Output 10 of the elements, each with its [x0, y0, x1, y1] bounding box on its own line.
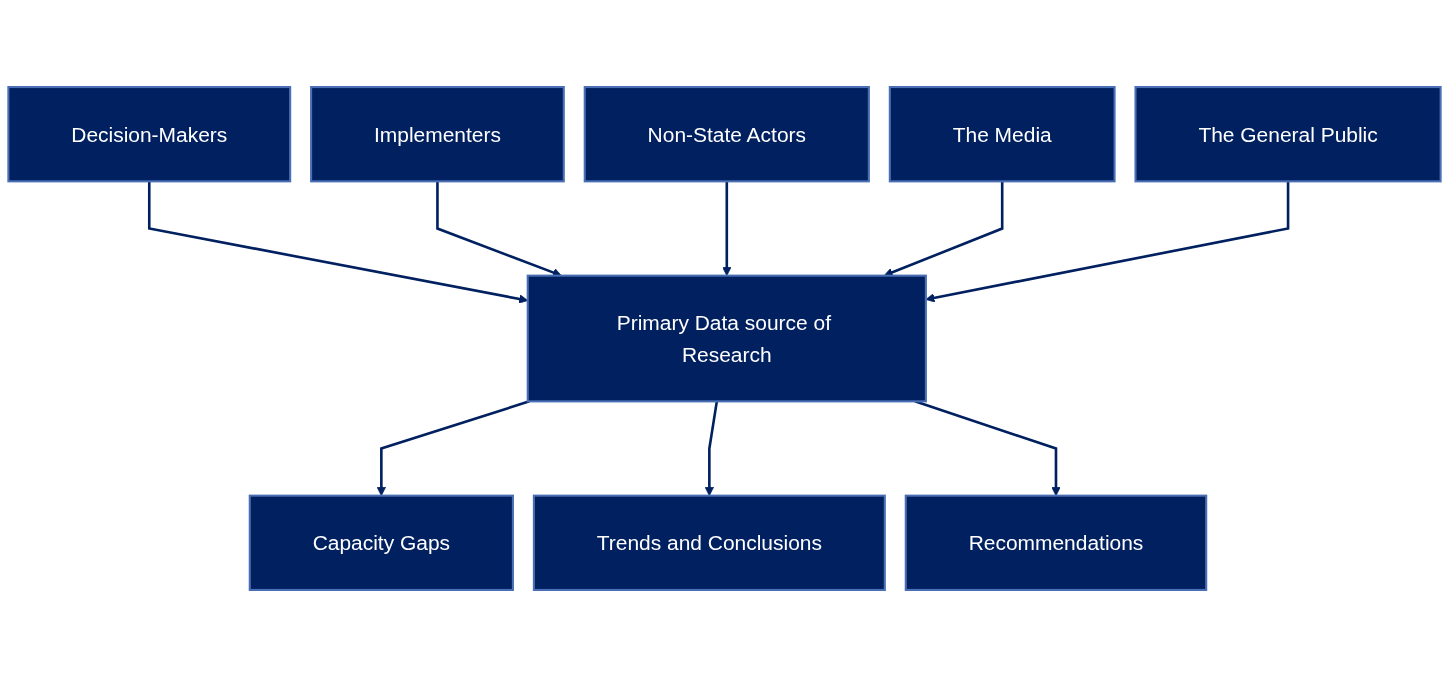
node-box: Trends and Conclusions	[532, 494, 886, 591]
node-box: Capacity Gaps	[248, 494, 514, 591]
node-box: Decision-Makers	[7, 86, 292, 183]
node-box: The Media	[888, 86, 1116, 183]
node-box: The General Public	[1134, 86, 1442, 183]
arrow	[925, 181, 1290, 303]
node-box: Implementers	[310, 86, 565, 183]
node-box: Primary Data source of Research	[526, 274, 927, 403]
node-box: Recommendations	[904, 494, 1208, 591]
node-box: Non-State Actors	[583, 86, 870, 183]
